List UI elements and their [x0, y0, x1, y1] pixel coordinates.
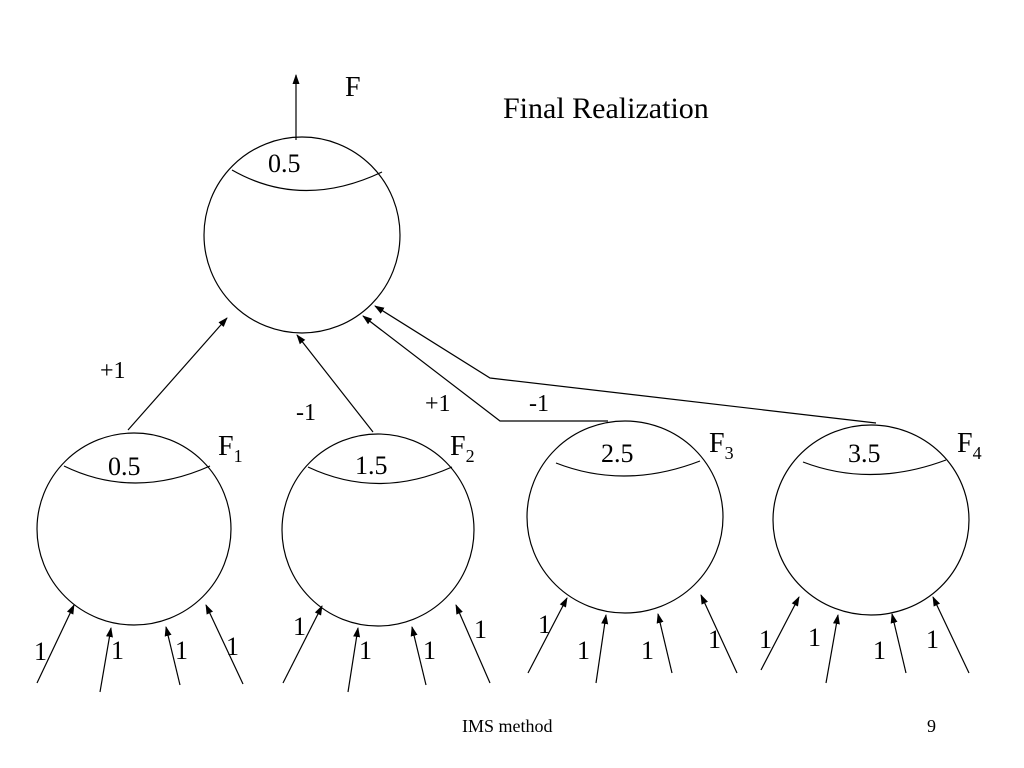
input-weight-f3-4: 1 [708, 625, 721, 654]
node-f4: 3.5 F4 [772, 424, 982, 616]
node-f3-label: F3 [709, 428, 734, 463]
input-weight-f4-1: 1 [759, 625, 772, 654]
input-weight-f4-4: 1 [926, 625, 939, 654]
page-number: 9 [927, 716, 936, 736]
node-f3: 2.5 F3 [526, 420, 734, 614]
input-weight-f1-4: 1 [226, 632, 239, 661]
node-f1-cap [63, 465, 211, 484]
input-arrow [932, 596, 970, 674]
input-weight-f3-3: 1 [641, 636, 654, 665]
input-weight-f2-2: 1 [359, 636, 372, 665]
input-arrow [890, 613, 907, 674]
input-arrow [410, 626, 427, 686]
node-f3-sphere [526, 420, 724, 614]
top-node: 0.5 [203, 136, 401, 334]
input-arrow [700, 594, 738, 674]
node-f4-sphere [772, 424, 970, 616]
input-weight-f2-3: 1 [423, 636, 436, 665]
node-f4-cap [802, 459, 947, 476]
top-node-cap [231, 169, 383, 192]
edge-f2-top [296, 334, 374, 433]
input-weight-f3-2: 1 [577, 636, 590, 665]
node-f1: 0.5 F1 [36, 431, 243, 626]
node-f2-sphere [281, 433, 475, 627]
input-arrow [527, 597, 568, 674]
node-f1-sphere [36, 432, 232, 626]
edge-weight-f2: -1 [296, 400, 316, 426]
top-node-value: 0.5 [268, 149, 301, 178]
input-weight-f1-1: 1 [34, 637, 47, 666]
input-weight-f4-3: 1 [873, 636, 886, 665]
input-arrow [347, 627, 361, 693]
node-f4-label: F4 [957, 428, 982, 463]
input-arrow [205, 604, 244, 685]
input-weight-f4-2: 1 [808, 623, 821, 652]
top-node-sphere [203, 136, 401, 334]
node-f2-cap [307, 466, 453, 485]
input-arrow [164, 626, 181, 686]
input-weight-f1-2: 1 [111, 636, 124, 665]
output-label: F [345, 72, 361, 103]
edge-f3-top [362, 315, 608, 422]
node-f3-value: 2.5 [601, 439, 634, 468]
input-weight-f2-1: 1 [293, 612, 306, 641]
input-arrow [656, 613, 673, 674]
input-weight-f1-3: 1 [175, 636, 188, 665]
node-f3-cap [555, 460, 701, 477]
node-f2-value: 1.5 [355, 451, 388, 480]
node-f1-label: F1 [218, 431, 243, 466]
node-f2-label: F2 [450, 431, 475, 466]
input-weight-f3-1: 1 [538, 610, 551, 639]
input-arrow [595, 614, 609, 684]
input-arrow [99, 627, 113, 693]
input-arrow [825, 614, 840, 684]
edge-f4-top [374, 305, 877, 424]
slide-title: Final Realization [503, 92, 709, 125]
edge-f1-top [127, 317, 228, 431]
input-arrow [282, 605, 323, 684]
edge-weight-f1: +1 [100, 358, 126, 384]
node-f1-value: 0.5 [108, 452, 141, 481]
edge-weight-f4: -1 [529, 391, 549, 417]
input-arrow [36, 604, 75, 684]
footer-text: IMS method [462, 716, 553, 736]
input-arrow [760, 596, 800, 671]
node-f2: 1.5 F2 [281, 431, 475, 627]
input-arrow [455, 604, 491, 684]
input-weight-f2-4: 1 [474, 615, 487, 644]
edge-weight-f3: +1 [425, 391, 451, 417]
node-f4-value: 3.5 [848, 439, 881, 468]
